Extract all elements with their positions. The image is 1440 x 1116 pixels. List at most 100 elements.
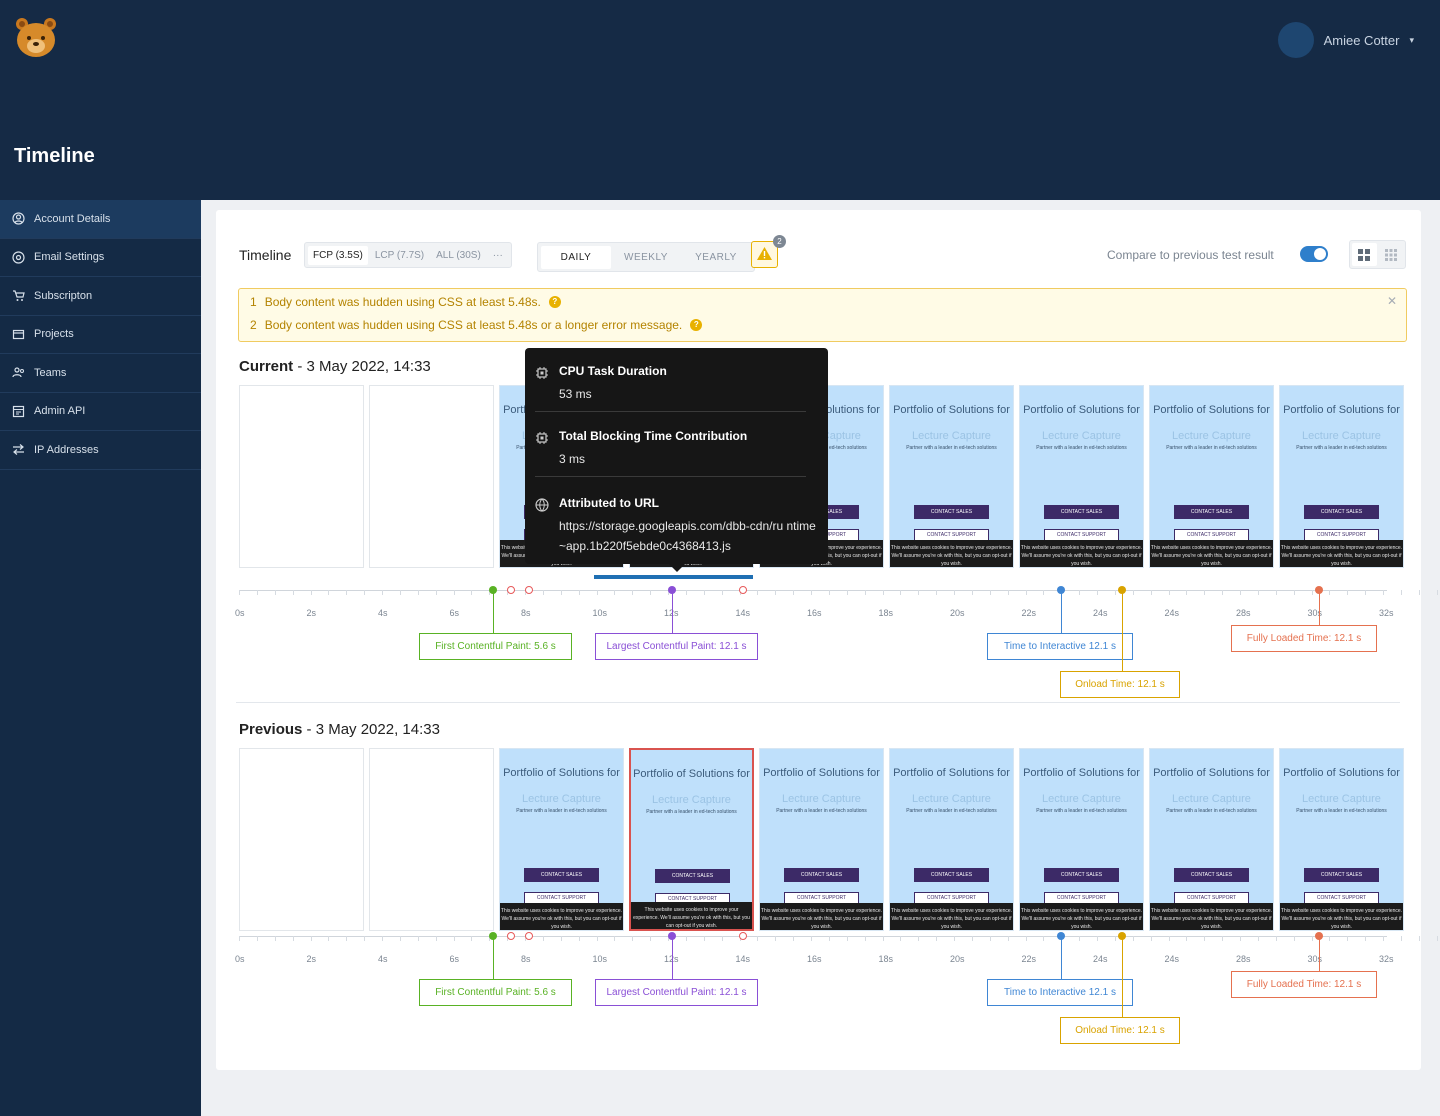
- sidebar-item-admin-api[interactable]: Admin API: [0, 393, 201, 431]
- event-dot[interactable]: [524, 586, 533, 594]
- axis-tick: [578, 936, 580, 941]
- close-icon[interactable]: ✕: [1386, 294, 1397, 308]
- team-icon: [12, 366, 25, 379]
- help-icon[interactable]: ?: [548, 296, 561, 308]
- event-dot[interactable]: [524, 932, 533, 940]
- marker-dot-lcp[interactable]: [667, 586, 676, 594]
- metric-all[interactable]: ALL (30S): [436, 249, 481, 261]
- frame-empty[interactable]: [239, 385, 364, 568]
- marker-label-onload[interactable]: Onload Time: 12.1 s: [1060, 1017, 1180, 1044]
- help-icon[interactable]: ?: [690, 319, 703, 331]
- marker-line-fcp: [492, 590, 494, 633]
- axis-tick: [1383, 590, 1384, 595]
- sidebar-item-label: IP Addresses: [34, 443, 99, 456]
- marker-dot-fcp[interactable]: [488, 586, 497, 594]
- grid-small-icon[interactable]: [1379, 243, 1404, 266]
- marker-dot-fcp[interactable]: [488, 932, 497, 940]
- warning-button[interactable]: [751, 241, 778, 268]
- sidebar-item-email-settings[interactable]: Email Settings: [0, 239, 201, 277]
- marker-label-onload[interactable]: Onload Time: 12.1 s: [1060, 671, 1180, 698]
- user-name[interactable]: Amiee Cotter: [1323, 32, 1400, 48]
- frame-empty[interactable]: [239, 748, 364, 931]
- frame-cookie-banner: This website uses cookies to improve you…: [631, 902, 752, 929]
- section-divider: [236, 702, 1400, 703]
- frame-title: Portfolio of Solutions for: [893, 404, 1010, 416]
- marker-dot-onload[interactable]: [1118, 932, 1127, 940]
- frame-contact-sales: CONTACT SALES: [784, 868, 859, 882]
- marker-label-fcp[interactable]: First Contentful Paint: 5.6 s: [419, 979, 572, 1006]
- frame-empty[interactable]: [369, 385, 494, 568]
- axis-tick: [650, 936, 652, 941]
- marker-dot-loaded[interactable]: [1314, 932, 1323, 940]
- axis-tick: [1168, 590, 1170, 595]
- api-icon: [12, 405, 25, 418]
- axis-tick: [1311, 936, 1313, 941]
- cpu-task-bar[interactable]: [594, 575, 753, 579]
- marker-label-lcp[interactable]: Largest Contentful Paint: 12.1 s: [595, 633, 758, 660]
- frame-cookie-banner: This website uses cookies to improve you…: [1280, 540, 1403, 567]
- compare-toggle[interactable]: [1300, 246, 1328, 262]
- marker-label-tti[interactable]: Time to Interactive 12.1 s: [987, 979, 1133, 1006]
- sidebar-item-subscription[interactable]: Subscripton: [0, 277, 201, 316]
- axis-tick: [346, 590, 348, 595]
- marker-dot-tti[interactable]: [1057, 932, 1066, 940]
- tooltip-tbt-value: 3 ms: [559, 452, 586, 466]
- axis-tick: [382, 590, 383, 595]
- chevron-down-icon[interactable]: ▾: [1409, 34, 1414, 45]
- event-dot[interactable]: [739, 932, 748, 940]
- sidebar-item-label: Projects: [34, 328, 74, 341]
- marker-line-tti: [1061, 590, 1063, 633]
- marker-label-lcp[interactable]: Largest Contentful Paint: 12.1 s: [595, 979, 758, 1006]
- marker-dot-lcp[interactable]: [667, 932, 676, 940]
- event-dot[interactable]: [506, 932, 515, 940]
- axis-tick: [1132, 936, 1134, 941]
- frame-title: Portfolio of Solutions for: [1023, 404, 1140, 416]
- marker-dot-tti[interactable]: [1057, 586, 1066, 594]
- marker-label-tti[interactable]: Time to Interactive 12.1 s: [987, 633, 1133, 660]
- marker-dot-onload[interactable]: [1118, 586, 1127, 594]
- event-dot[interactable]: [739, 586, 748, 594]
- avatar[interactable]: [1277, 22, 1314, 58]
- marker-dot-loaded[interactable]: [1314, 586, 1323, 594]
- alert-line-number: 1: [250, 295, 257, 309]
- marker-line-lcp: [671, 590, 673, 633]
- tooltip-url-title: Attributed to URL: [559, 496, 659, 510]
- sidebar-item-account-details[interactable]: Account Details: [0, 200, 201, 239]
- marker-label-fcp[interactable]: First Contentful Paint: 5.6 s: [419, 633, 572, 660]
- period-yearly[interactable]: YEARLY: [695, 251, 737, 263]
- sidebar-item-projects[interactable]: Projects: [0, 316, 201, 354]
- sidebar-item-teams[interactable]: Teams: [0, 354, 201, 393]
- frame-empty[interactable]: [369, 748, 494, 931]
- marker-label-loaded[interactable]: Fully Loaded Time: 12.1 s: [1231, 971, 1377, 998]
- event-dot[interactable]: [506, 586, 515, 594]
- period-daily[interactable]: DAILY: [541, 245, 611, 269]
- bear-logo-icon[interactable]: [14, 16, 58, 58]
- axis-tick: [632, 590, 634, 595]
- metric-lcp[interactable]: LCP (7.7S): [374, 249, 425, 261]
- frame-contact-sales: CONTACT SALES: [1174, 505, 1249, 519]
- axis-tick: [256, 590, 258, 595]
- grid-large-icon[interactable]: [1352, 243, 1377, 266]
- marker-line-onload: [1122, 590, 1124, 671]
- marker-label-loaded[interactable]: Fully Loaded Time: 12.1 s: [1231, 625, 1377, 652]
- sidebar-item-ip-addresses[interactable]: IP Addresses: [0, 431, 201, 470]
- timeline-axis: [239, 936, 1387, 937]
- frame-cookie-banner: This website uses cookies to improve you…: [1150, 903, 1273, 930]
- period-weekly[interactable]: WEEKLY: [624, 251, 668, 263]
- axis-tick: [1400, 936, 1402, 941]
- frame-subtitle: Lecture Capture: [1042, 430, 1121, 442]
- user-menu[interactable]: Amiee Cotter ▾: [1277, 22, 1414, 58]
- more-icon[interactable]: ···: [492, 249, 503, 261]
- metric-fcp[interactable]: FCP (3.5S): [308, 245, 368, 265]
